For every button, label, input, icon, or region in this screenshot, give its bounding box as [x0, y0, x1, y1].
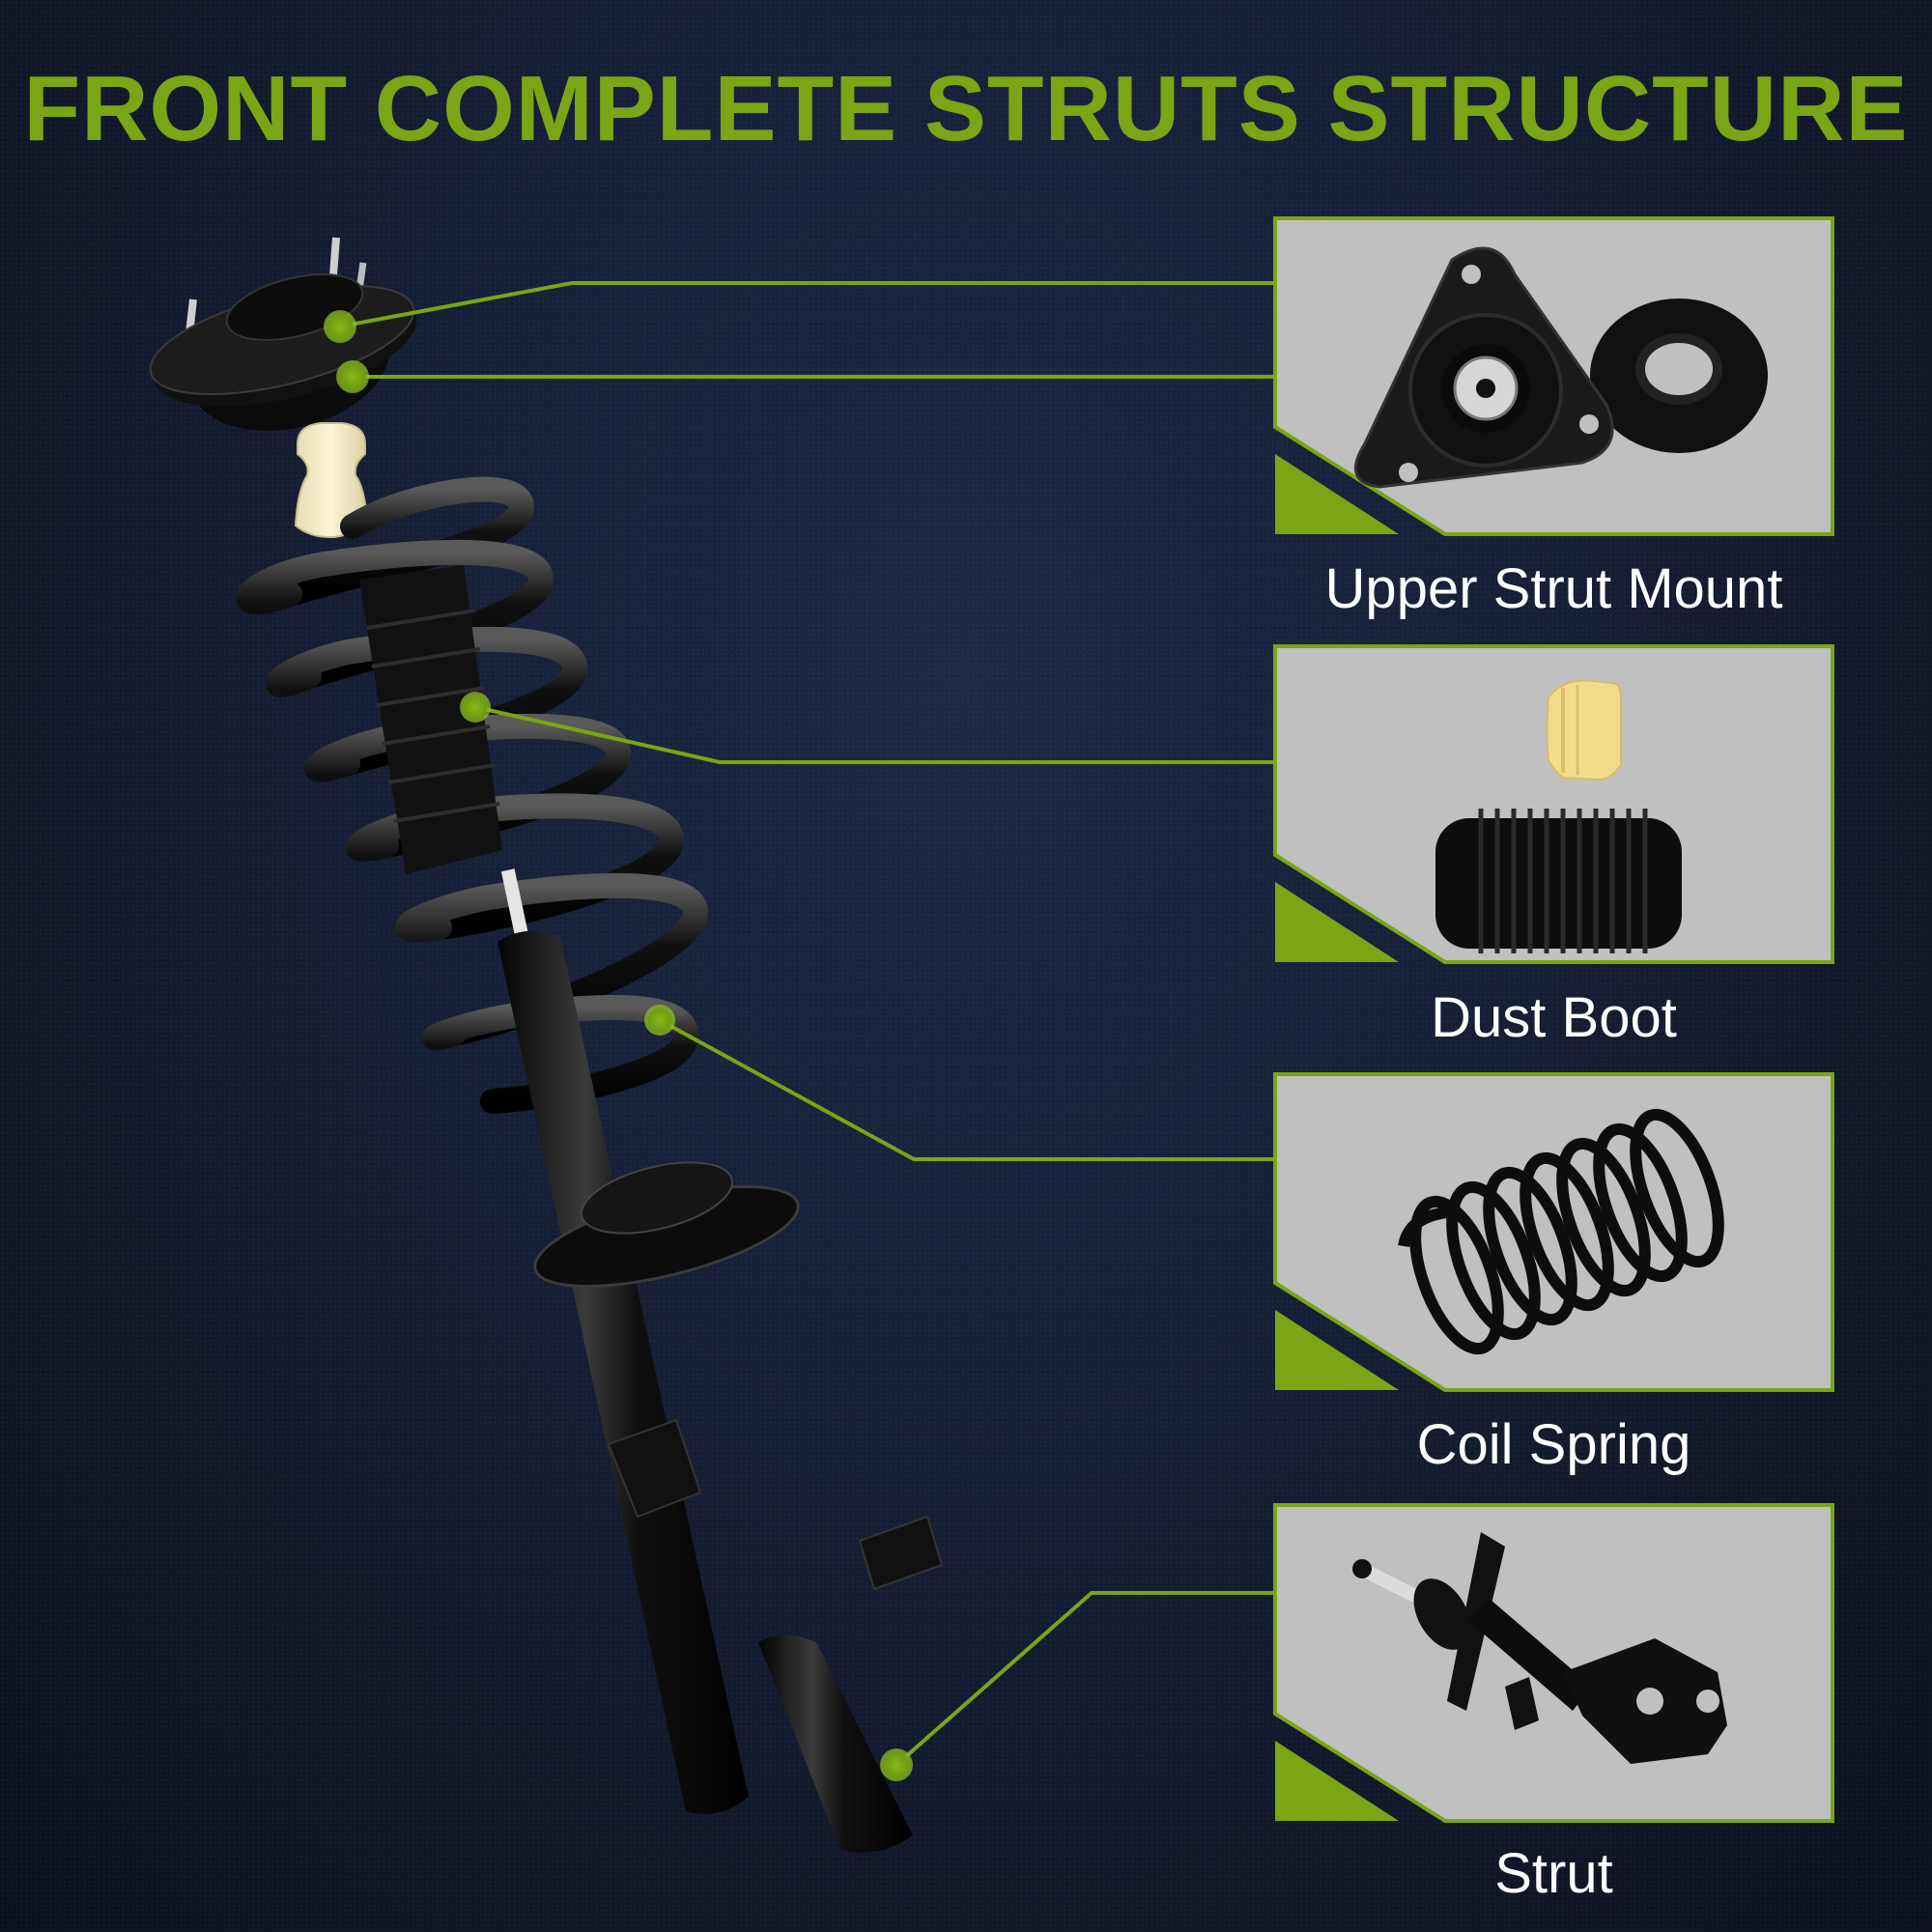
- dust-boot-graphic: [359, 565, 502, 874]
- callout-dot-strut[interactable]: [880, 1748, 913, 1781]
- component-panel-dust-boot: [1273, 644, 1834, 964]
- coil-spring-icon: [1398, 1108, 1724, 1355]
- strut-body-graphic: [497, 930, 749, 1814]
- component-panel-coil-spring: [1273, 1072, 1834, 1392]
- strut-icon: [1352, 1532, 1727, 1764]
- callout-lines: [339, 281, 1273, 1767]
- callout-dot-upper-mount[interactable]: [324, 310, 356, 343]
- component-label-dust-boot: Dust Boot: [1431, 986, 1677, 1049]
- component-label-upper-strut-mount: Upper Strut Mount: [1324, 557, 1783, 620]
- component-label-coil-spring: Coil Spring: [1416, 1413, 1691, 1476]
- callout-dot-upper-mount-bearing[interactable]: [336, 360, 369, 393]
- page-title: FRONT COMPLETE STRUTS STRUCTURE: [23, 57, 1909, 160]
- component-label-strut: Strut: [1494, 1842, 1613, 1905]
- upper-strut-mount-icon: [1354, 246, 1768, 489]
- component-panel-upper-strut-mount: [1273, 216, 1834, 536]
- component-panel-strut: [1273, 1503, 1834, 1823]
- dust-boot-icon: [1435, 679, 1682, 953]
- callout-dot-dust-boot[interactable]: [460, 692, 491, 723]
- callout-dot-coil-spring[interactable]: [644, 1005, 675, 1036]
